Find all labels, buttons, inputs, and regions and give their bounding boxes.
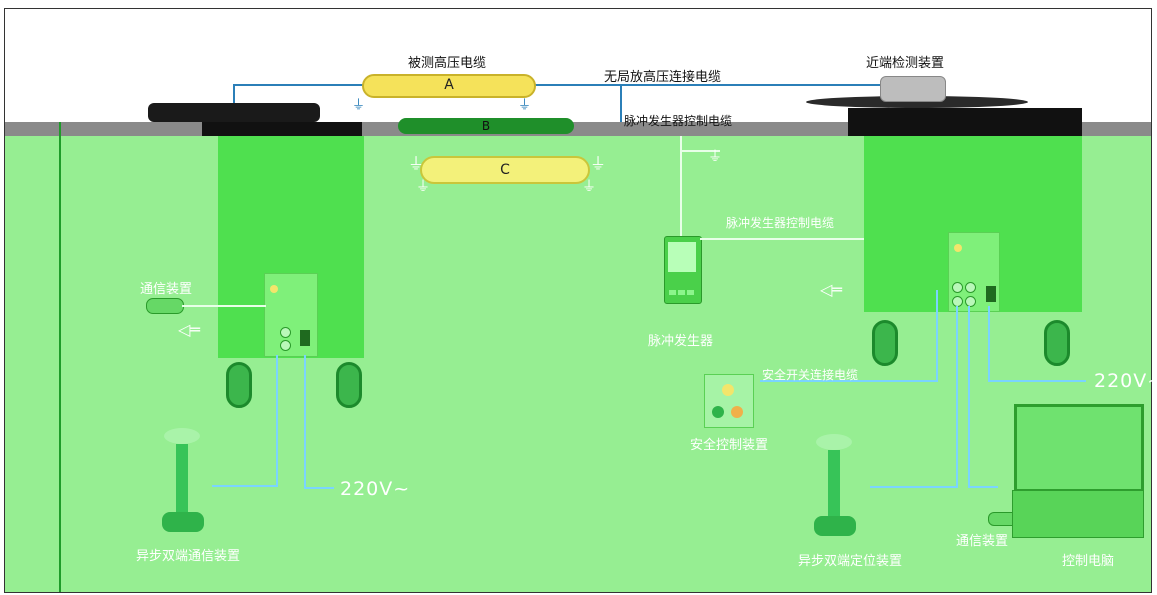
pulse-generator-screen: [668, 242, 696, 272]
cable-b-label: B: [481, 119, 491, 133]
wire: [680, 136, 682, 236]
async-comm-label: 异步双端通信装置: [136, 549, 241, 564]
arrow-icon: ◁═: [820, 280, 842, 299]
wheel-icon: [336, 362, 362, 408]
pulse-cable-top-label: 脉冲发生器控制电缆: [624, 114, 733, 128]
wire: [233, 84, 363, 86]
wire: [233, 84, 235, 108]
connector-port: [965, 282, 976, 293]
right-device-top: [848, 108, 1082, 136]
wheel-icon: [1044, 320, 1070, 366]
wire: [700, 238, 950, 240]
laptop-keyboard: [1012, 490, 1144, 538]
near-detector-label: 近端检测装置: [866, 56, 945, 71]
wire: [870, 486, 958, 488]
antenna-icon: [164, 428, 200, 444]
async-locate-label: 异步双端定位装置: [798, 554, 903, 569]
connector-port: [952, 282, 963, 293]
comm-device-left-label: 通信装置: [140, 282, 193, 297]
safety-control-device: [704, 374, 754, 428]
cable-b: B: [398, 118, 574, 134]
ground-icon: ⏚: [352, 98, 366, 113]
pulse-ctrl-cable-label: 脉冲发生器控制电缆: [726, 216, 835, 230]
wire: [182, 305, 266, 307]
indicator-light: [954, 244, 962, 252]
green-button: [712, 406, 724, 418]
device-button: [687, 290, 694, 295]
laptop-icon: [1014, 404, 1144, 492]
tested-cable-label: 被测高压电缆: [408, 56, 487, 71]
comm-device-right-label: 通信装置: [956, 534, 1009, 549]
ground-icon: ⏚: [590, 154, 607, 173]
wire: [968, 486, 998, 488]
connector-port: [280, 340, 291, 351]
wire: [968, 306, 970, 488]
volt-left-label: 220V~: [340, 478, 411, 500]
wire: [276, 355, 278, 487]
antenna-base: [162, 512, 204, 532]
antenna-base: [814, 516, 856, 536]
wheel-icon: [226, 362, 252, 408]
arrow-icon: ◁═: [178, 320, 200, 339]
cable-a-label: A: [444, 77, 454, 93]
device-button: [669, 290, 676, 295]
indicator-light: [722, 384, 734, 396]
wire: [534, 84, 920, 86]
ground-icon: ⏚: [582, 179, 596, 195]
safety-switch-cable-label: 安全开关连接电缆: [762, 368, 859, 382]
wire: [760, 380, 938, 382]
safety-control-label: 安全控制装置: [690, 438, 769, 453]
wire: [988, 380, 1086, 382]
near-detector-device: [880, 76, 946, 102]
device-button: [678, 290, 685, 295]
wire: [680, 150, 720, 152]
near-detector-lid: [806, 96, 1028, 108]
power-switch: [300, 330, 310, 346]
power-switch: [986, 286, 996, 302]
volt-right-label: 220V~: [1094, 370, 1157, 392]
wheel-icon: [872, 320, 898, 366]
ground-icon: ⏚: [518, 98, 532, 113]
cable-c-label: C: [500, 162, 510, 178]
wire: [936, 290, 938, 382]
left-device-top: [202, 122, 362, 136]
antenna-pole: [176, 444, 188, 514]
ground-icon: ⏚: [708, 149, 722, 165]
indicator-light: [270, 285, 278, 293]
left-device-lid: [148, 103, 320, 122]
pulse-generator-label: 脉冲发生器: [648, 334, 714, 349]
ground-icon: ⏚: [408, 154, 425, 173]
left-border-line: [59, 122, 61, 592]
wire: [956, 306, 958, 488]
comm-device-left: [146, 298, 184, 314]
antenna-pole: [828, 450, 840, 518]
no-pd-hv-cable-label: 无局放高压连接电缆: [604, 70, 722, 85]
orange-button: [731, 406, 743, 418]
wire: [620, 84, 622, 122]
control-pc-label: 控制电脑: [1062, 554, 1115, 569]
connector-port: [280, 327, 291, 338]
wire: [988, 306, 990, 382]
wire: [212, 485, 278, 487]
wire: [304, 355, 306, 489]
wire: [304, 487, 334, 489]
cable-c: C: [420, 156, 590, 184]
cable-a: A: [362, 74, 536, 98]
ground-icon: ⏚: [416, 179, 430, 195]
antenna-icon: [816, 434, 852, 450]
connector-port: [965, 296, 976, 307]
